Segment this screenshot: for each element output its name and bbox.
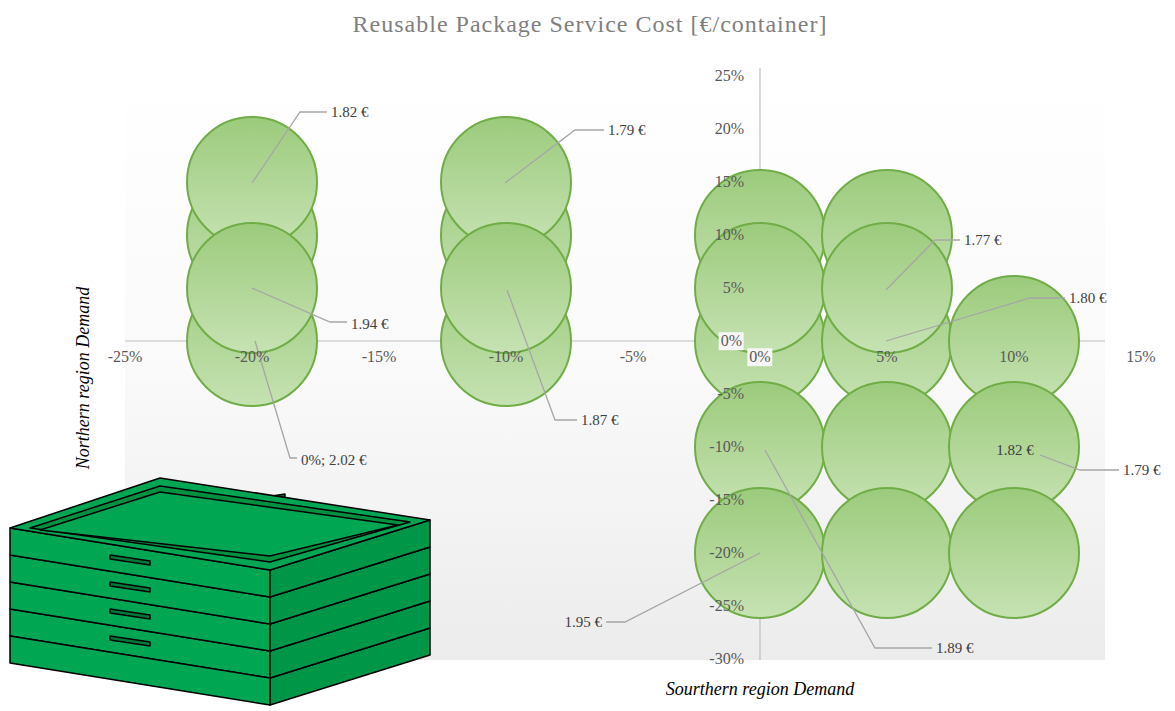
chart-title: Reusable Package Service Cost [€/contain… (353, 11, 828, 37)
leader-line (505, 130, 604, 183)
value-label: 1.95 € (565, 614, 603, 631)
value-label: 1.79 € (608, 122, 646, 139)
bubble (949, 488, 1079, 618)
y-axis-title: Northern region Demand (74, 287, 94, 469)
value-label: 1.87 € (581, 412, 619, 429)
leader-line (252, 288, 347, 322)
crate-handle (110, 609, 150, 619)
y-tick-label: 15% (715, 173, 744, 191)
y-tick-label: -30% (709, 650, 744, 668)
value-label: 1.89 € (936, 640, 974, 657)
plot-area (125, 68, 1105, 660)
value-label: 0%; 2.02 € (301, 452, 366, 469)
x-tick-label: -25% (108, 348, 143, 366)
y-tick-label: 5% (723, 279, 744, 297)
y-tick-label: 10% (715, 226, 744, 244)
leader-line (765, 450, 932, 648)
y-tick-label: 20% (715, 120, 744, 138)
y-tick-label: 0% (719, 332, 744, 350)
x-axis-title: Sourthern region Demand (666, 680, 854, 700)
leader-line (886, 298, 1065, 341)
y-tick-label: 25% (715, 67, 744, 85)
bubble (441, 223, 571, 353)
leader-group (252, 112, 1119, 648)
value-label: 1.94 € (351, 316, 389, 333)
value-label: 1.82 € (331, 104, 369, 121)
crate-front (10, 636, 270, 705)
y-tick-label: -25% (709, 597, 744, 615)
bubble (695, 223, 825, 353)
x-tick-label: 10% (999, 348, 1028, 366)
leader-line (606, 553, 760, 622)
crate-handle (110, 636, 150, 646)
leader-line (252, 112, 327, 183)
leader-line (1040, 455, 1119, 470)
value-label: 1.80 € (1069, 290, 1107, 307)
leader-line (886, 240, 960, 290)
x-tick-label: 5% (876, 348, 897, 366)
x-tick-label: -15% (362, 348, 397, 366)
value-label: 1.79 € (1123, 462, 1161, 479)
x-tick-label: 15% (1126, 348, 1155, 366)
x-tick-label: -20% (235, 348, 270, 366)
x-tick-label: 0% (747, 348, 772, 366)
bubble (822, 488, 952, 618)
y-tick-label: -20% (709, 544, 744, 562)
crate-handle (110, 555, 150, 565)
x-tick-label: -5% (620, 348, 647, 366)
y-tick-label: -5% (717, 385, 744, 403)
y-tick-label: -10% (709, 438, 744, 456)
crate-illustration (10, 478, 430, 705)
crate-handle (110, 582, 150, 592)
x-tick-label: -10% (489, 348, 524, 366)
value-label: 1.77 € (964, 232, 1002, 249)
y-tick-label: -15% (709, 491, 744, 509)
value-label: 1.82 € (996, 442, 1034, 459)
